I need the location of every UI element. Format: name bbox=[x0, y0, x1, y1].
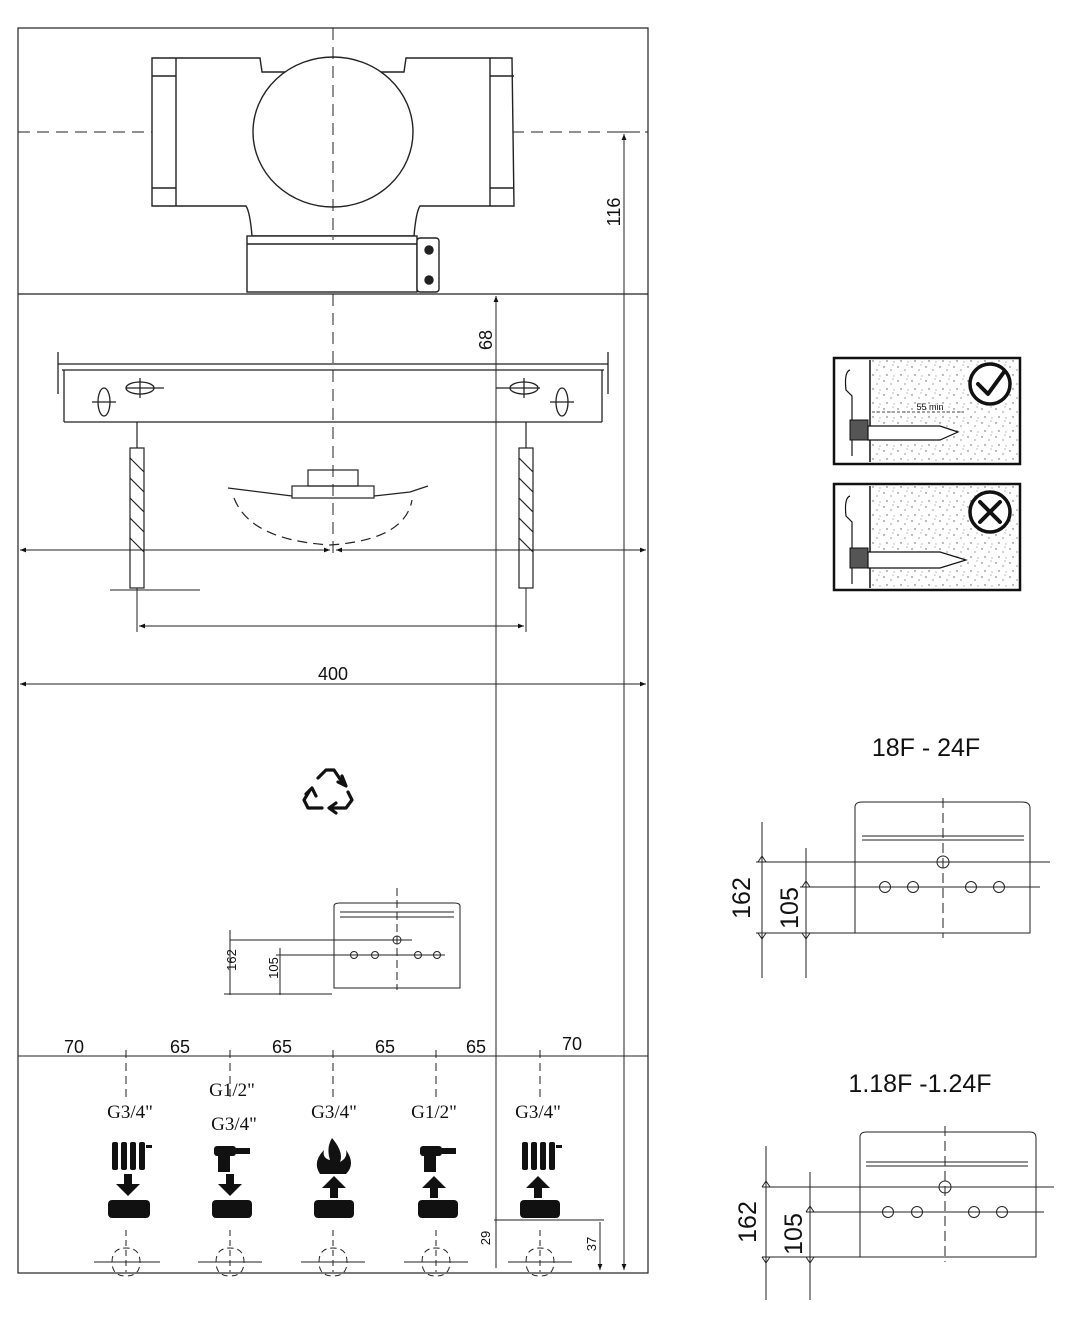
spacing-1: 70 bbox=[64, 1037, 84, 1057]
arrow-up-icon bbox=[526, 1176, 550, 1198]
pipe-fitting-icon bbox=[520, 1200, 560, 1218]
gas-label: G3/4" bbox=[311, 1102, 357, 1123]
appliance-base-outline bbox=[227, 469, 429, 546]
bottom-height-dimensions bbox=[494, 1219, 604, 1270]
bottom-large-dim-label: 37 bbox=[584, 1237, 599, 1251]
check-circle-icon bbox=[968, 362, 1012, 406]
template-18-24-outer-dim: 162 bbox=[728, 877, 756, 919]
pipe-fitting-icon bbox=[418, 1200, 458, 1218]
template-118-124-outer-dim: 162 bbox=[734, 1201, 762, 1243]
arrow-down-icon bbox=[116, 1174, 140, 1196]
flue-collar bbox=[246, 235, 418, 293]
template-18-24-inner-dim: 105 bbox=[776, 887, 804, 929]
cold-water-label: G1/2" bbox=[411, 1102, 457, 1123]
tap-icon bbox=[214, 1146, 250, 1172]
arrow-down-icon bbox=[218, 1174, 242, 1196]
height-top-label: 116 bbox=[604, 198, 624, 227]
drill-bit-right bbox=[518, 422, 534, 589]
spacing-3: 65 bbox=[272, 1037, 292, 1057]
bottom-small-dim-label: 29 bbox=[478, 1231, 493, 1245]
pipe-fitting-icon bbox=[108, 1200, 150, 1218]
small-template-main bbox=[224, 888, 461, 995]
flame-icon bbox=[316, 1138, 351, 1174]
radiator-icon bbox=[112, 1142, 152, 1170]
flue-to-bracket-label: 68 bbox=[476, 330, 496, 350]
spacing-6: 70 bbox=[562, 1034, 582, 1054]
template-18-24-title: 18F - 24F bbox=[872, 734, 980, 762]
tap-icon bbox=[420, 1146, 456, 1172]
pipe-ends bbox=[94, 1230, 572, 1277]
spacing-4: 65 bbox=[375, 1037, 395, 1057]
width-label: 400 bbox=[318, 664, 348, 684]
mounting-bracket bbox=[57, 352, 609, 423]
template-18-24-drawing bbox=[756, 798, 1050, 978]
heating-flow-label: G3/4" bbox=[107, 1102, 153, 1123]
screw-icon bbox=[424, 245, 434, 255]
cross-circle-icon bbox=[968, 490, 1012, 534]
heating-return-label: G3/4" bbox=[515, 1102, 561, 1123]
spacing-2: 65 bbox=[170, 1037, 190, 1057]
connection-spacing bbox=[18, 1050, 648, 1100]
vertical-dimensions bbox=[493, 131, 640, 1270]
drill-bit-left bbox=[129, 422, 145, 589]
spacing-5: 65 bbox=[466, 1037, 486, 1057]
small-inner-dim-label: 105 bbox=[266, 957, 281, 979]
hot-water-lower-label: G3/4" bbox=[211, 1114, 257, 1135]
arrow-up-icon bbox=[322, 1176, 346, 1198]
arrow-up-icon bbox=[422, 1176, 446, 1198]
pipe-fitting-icon bbox=[212, 1200, 252, 1218]
template-118-124-title: 1.18F -1.24F bbox=[848, 1070, 991, 1098]
radiator-icon bbox=[522, 1142, 562, 1170]
template-118-124-drawing bbox=[761, 1126, 1054, 1300]
recycle-icon bbox=[302, 768, 354, 815]
anchor-panel-wrong bbox=[832, 482, 1022, 592]
width-dimension: 400 bbox=[20, 664, 646, 687]
drill-spacing-dimension bbox=[20, 547, 646, 632]
pipe-fitting-icon bbox=[314, 1200, 354, 1218]
hot-water-upper-label: G1/2" bbox=[209, 1080, 255, 1101]
small-outer-dim-label: 162 bbox=[224, 949, 239, 971]
screw-icon bbox=[424, 275, 434, 285]
anchor-panel-correct: 55 min bbox=[832, 356, 1022, 466]
template-118-124-inner-dim: 105 bbox=[780, 1213, 808, 1255]
anchor-min-depth-label: 55 min bbox=[916, 402, 943, 412]
